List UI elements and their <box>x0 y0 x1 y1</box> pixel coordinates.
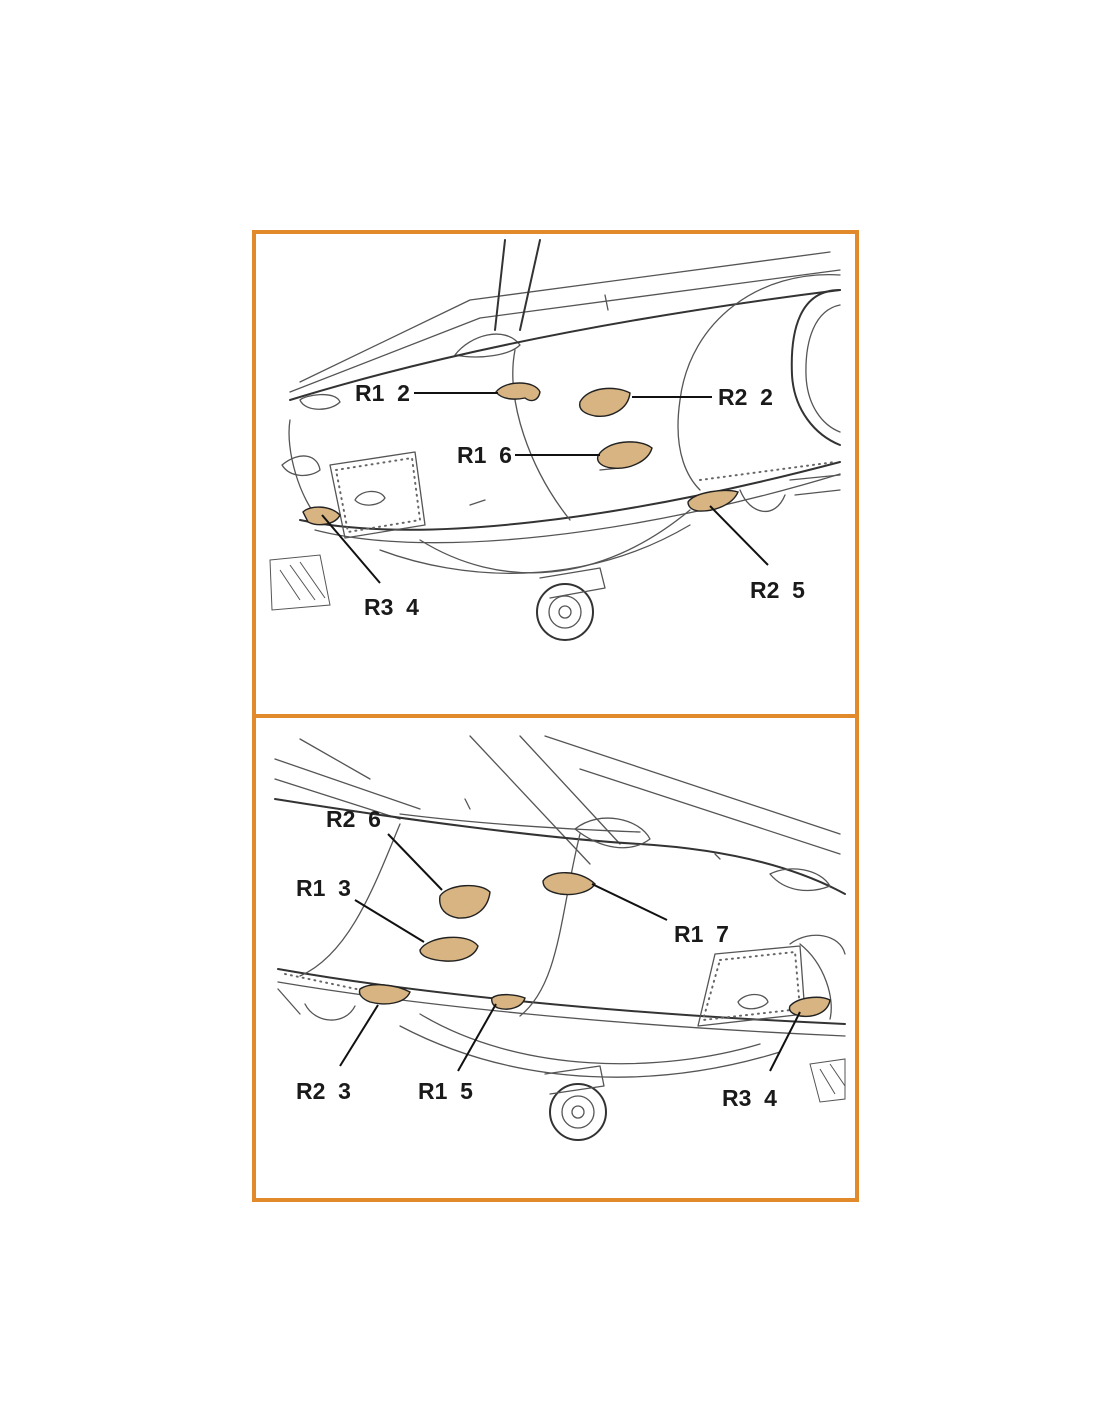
part-r1-7 <box>542 872 596 896</box>
leader-r1-3 <box>354 899 425 943</box>
callout-r3-4-bottom: R3 4 <box>722 1085 777 1111</box>
part-r1-2 <box>495 382 541 402</box>
bottom-view-panel: R2 6 R1 3 R1 7 R2 3 R1 5 R3 4 <box>0 714 1100 1204</box>
bottom-panel-frame <box>252 714 859 1202</box>
part-r3-4-bottom <box>788 996 831 1018</box>
callout-r2-6: R2 6 <box>326 806 381 832</box>
leader-r2-6 <box>387 833 443 891</box>
part-r2-6 <box>439 885 491 919</box>
leader-r3-4-bottom <box>769 1011 801 1072</box>
top-panel-frame <box>252 230 859 718</box>
part-r1-5 <box>491 993 526 1010</box>
part-r2-3 <box>358 984 411 1005</box>
callout-r1-7: R1 7 <box>674 921 729 947</box>
leader-r2-5 <box>709 505 769 566</box>
leader-r3-4 <box>321 514 381 584</box>
callout-r2-3: R2 3 <box>296 1078 351 1104</box>
top-view-diagram: R1 2 R2 2 R1 6 R3 4 R2 5 <box>252 230 859 718</box>
callout-r1-3: R1 3 <box>296 875 351 901</box>
callout-r1-5: R1 5 <box>418 1078 473 1104</box>
part-r1-3 <box>419 936 479 962</box>
callout-r2-2: R2 2 <box>718 384 773 410</box>
bottom-view-diagram: R2 6 R1 3 R1 7 R2 3 R1 5 R3 4 <box>252 714 859 1202</box>
top-view-panel: R1 2 R2 2 R1 6 R3 4 R2 5 <box>252 230 859 718</box>
leader-r1-5 <box>457 1003 497 1072</box>
leader-r2-3 <box>339 1004 379 1067</box>
part-r2-5 <box>687 489 739 512</box>
part-r1-6 <box>596 441 653 469</box>
part-r2-2 <box>578 387 631 417</box>
leader-r1-7 <box>591 883 668 921</box>
aircraft-fuselage-drawing-bottom <box>274 735 846 1141</box>
callout-r1-2: R1 2 <box>355 380 410 406</box>
callout-r2-5: R2 5 <box>750 577 805 603</box>
callout-r1-6: R1 6 <box>457 442 512 468</box>
callout-r3-4: R3 4 <box>364 594 419 620</box>
